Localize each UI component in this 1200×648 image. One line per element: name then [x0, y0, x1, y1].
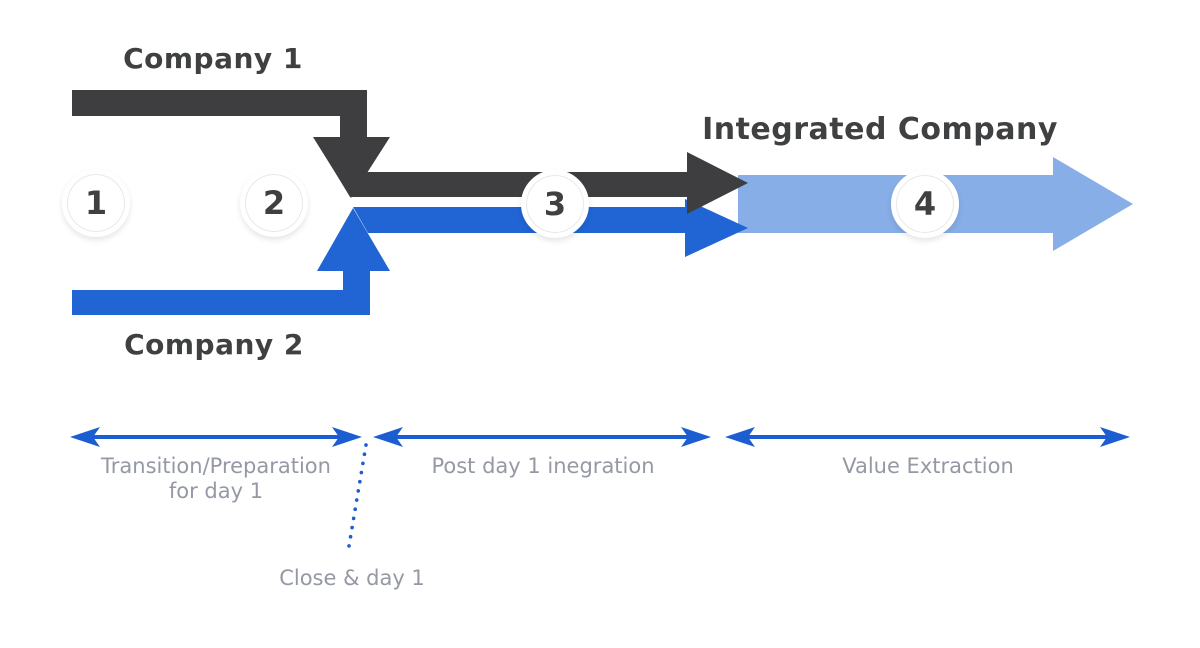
phase3-label: Value Extraction: [842, 454, 1014, 478]
phase2-label: Post day 1 inegration: [431, 454, 655, 478]
step-circle-3: 3: [521, 170, 589, 238]
step-circle-2: 2: [240, 169, 308, 237]
company1-arrow-bend: [72, 90, 390, 198]
step-number: 2: [262, 184, 286, 222]
arrowhead-left-icon: [70, 427, 100, 447]
arrowhead-right-icon: [1100, 427, 1130, 447]
close-day1-connector-line: [346, 443, 368, 554]
company2-arrow-bend: [72, 208, 390, 315]
integrated-company-label: Integrated Company: [702, 112, 1058, 147]
phase1-span-arrow: [70, 427, 362, 447]
close-day1-label: Close & day 1: [279, 566, 425, 590]
phase2-span-arrow: [373, 427, 711, 447]
arrowhead-left-icon: [725, 427, 755, 447]
step-circle-4: 4: [891, 170, 959, 238]
phase1-label: Transition/Preparation for day 1: [101, 454, 331, 504]
arrowhead-right-icon: [681, 427, 711, 447]
company1-label: Company 1: [123, 42, 303, 75]
phase1-label-line1: Transition/Preparation: [101, 454, 331, 478]
arrowhead-right-icon: [332, 427, 362, 447]
step-number: 4: [913, 185, 937, 223]
company2-label: Company 2: [124, 328, 304, 361]
phase3-span-arrow: [725, 427, 1130, 447]
phase1-label-line2: for day 1: [168, 479, 264, 503]
arrowhead-left-icon: [373, 427, 403, 447]
step-number: 3: [543, 185, 567, 223]
step-circle-1: 1: [62, 169, 130, 237]
step-number: 1: [84, 184, 108, 222]
